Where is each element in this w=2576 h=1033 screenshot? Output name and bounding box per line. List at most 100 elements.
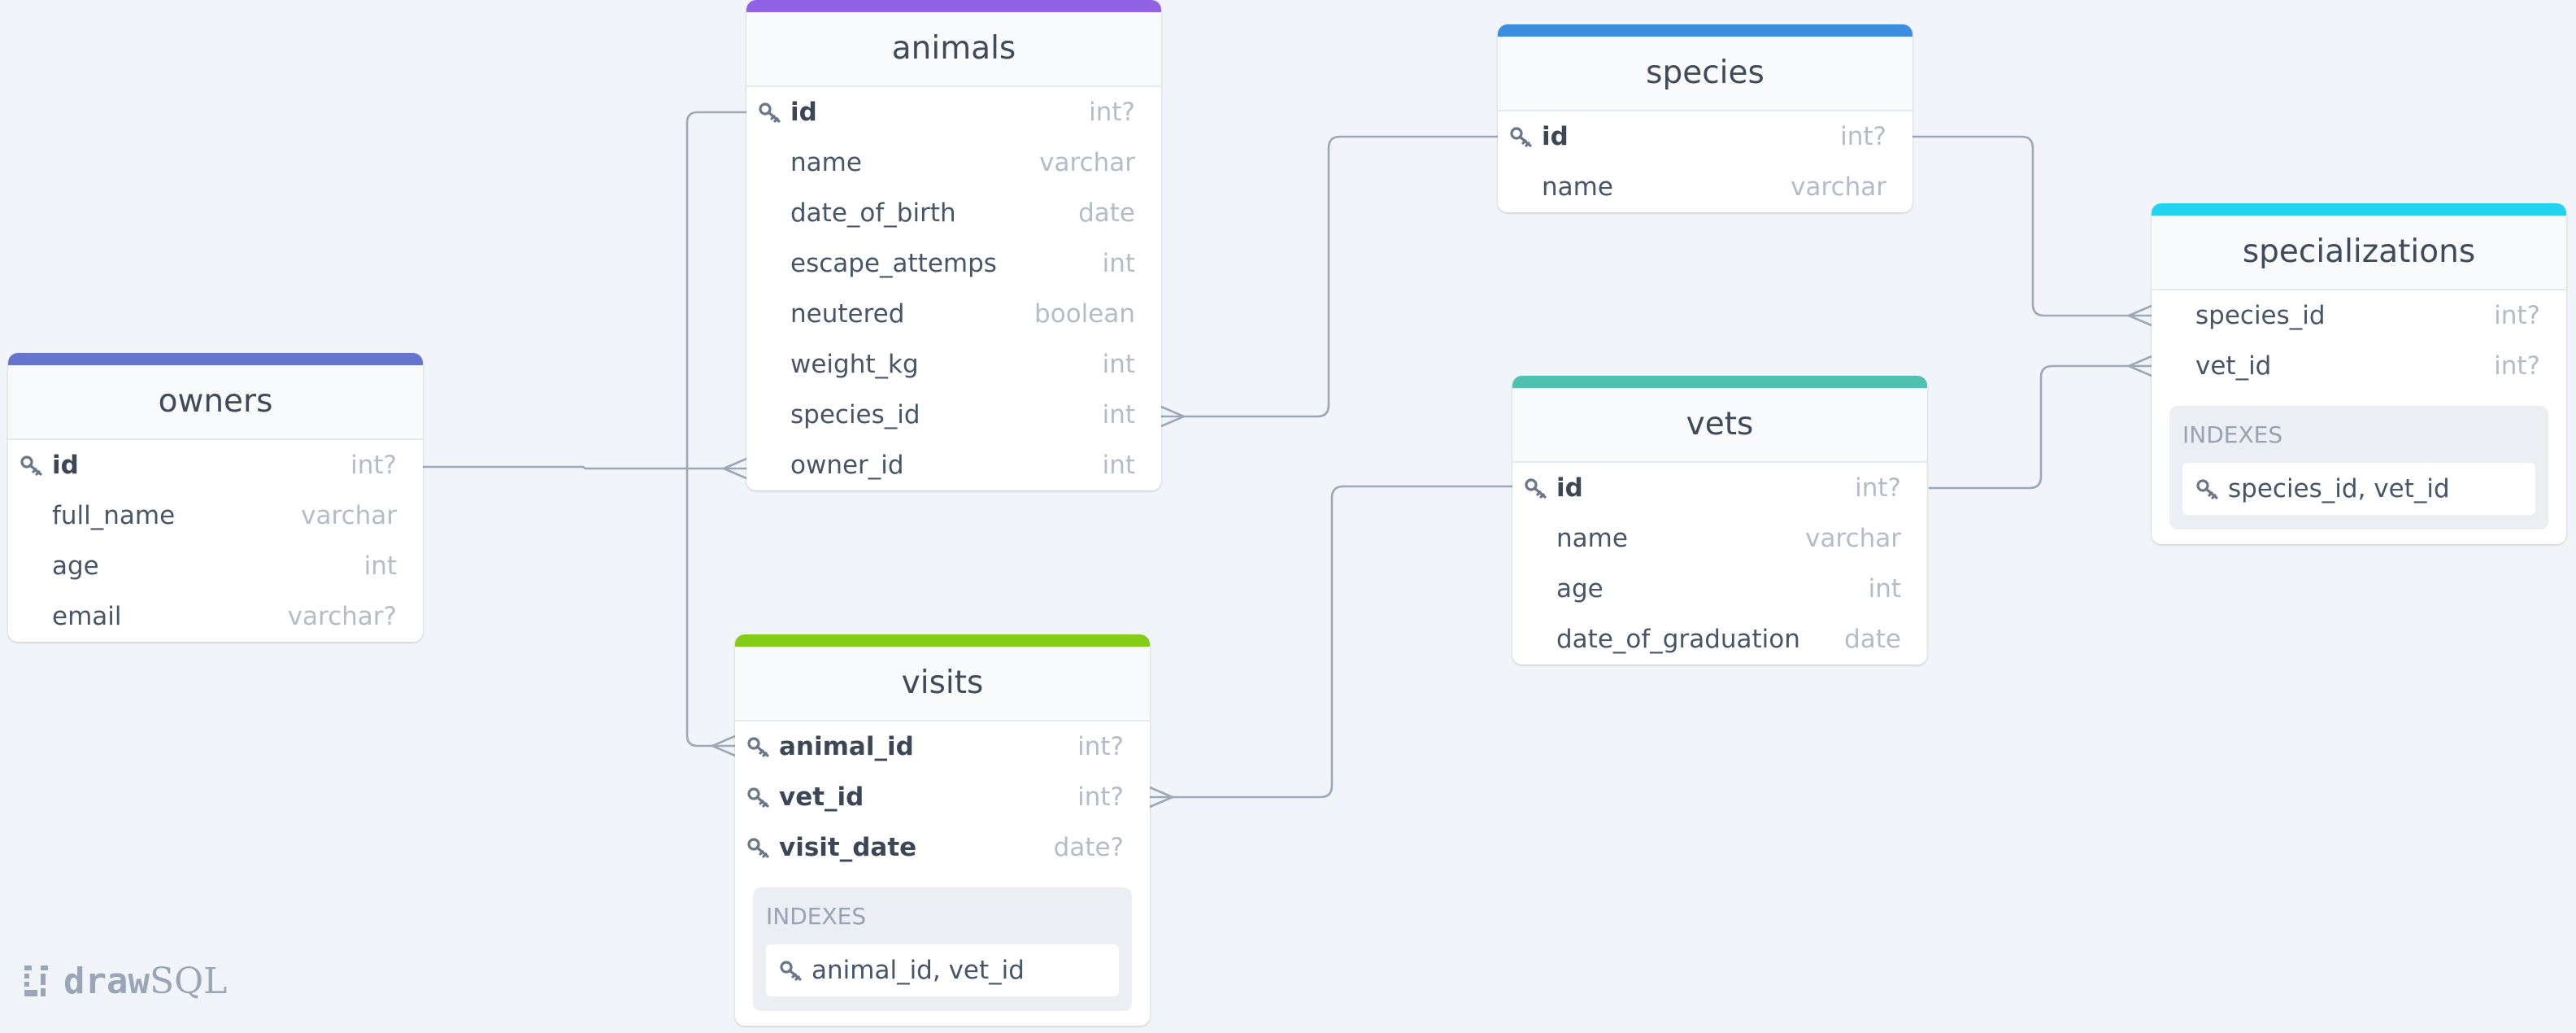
column-row-visit-date[interactable]: visit_date date?: [735, 822, 1150, 873]
table-title[interactable]: visits: [735, 647, 1150, 721]
indexes-label: INDEXES: [2182, 421, 2283, 448]
table-species[interactable]: species id int? name varchar: [1498, 24, 1912, 212]
column-name: weight_kg: [790, 350, 919, 379]
column-row-id[interactable]: id int?: [1512, 463, 1927, 513]
column-row-date-of-graduation[interactable]: date_of_graduation date: [1512, 614, 1927, 665]
table-color-bar: [1512, 376, 1927, 388]
column-type: int?: [2494, 351, 2540, 381]
column-name: id: [790, 98, 817, 127]
index-columns: animal_id, vet_id: [812, 956, 1025, 985]
column-row-id[interactable]: id int?: [1498, 111, 1912, 162]
column-name: date_of_graduation: [1556, 625, 1800, 654]
column-type: int?: [1077, 782, 1124, 812]
column-name: owner_id: [790, 451, 904, 480]
index-item[interactable]: animal_id, vet_id: [766, 944, 1119, 996]
table-title[interactable]: animals: [746, 12, 1161, 87]
column-row-vet-id[interactable]: vet_id int?: [2152, 341, 2566, 391]
key-icon: [1525, 478, 1547, 499]
table-color-bar: [8, 353, 423, 365]
column-type: varchar: [1791, 172, 1886, 202]
key-icon: [2196, 479, 2218, 499]
column-name: id: [52, 451, 79, 480]
table-title[interactable]: owners: [8, 365, 423, 440]
column-type: int: [1102, 451, 1135, 480]
column-row-weight-kg[interactable]: weight_kg int: [746, 339, 1161, 390]
key-icon: [747, 737, 769, 757]
index-item[interactable]: species_id, vet_id: [2182, 463, 2535, 515]
relation-vets-visits: [1149, 485, 1512, 809]
table-color-bar: [746, 0, 1161, 12]
column-type: varchar: [1039, 148, 1135, 177]
column-row-vet-id[interactable]: vet_id int?: [735, 772, 1150, 822]
column-type: int?: [350, 451, 397, 480]
column-row-owner-id[interactable]: owner_id int: [746, 440, 1161, 490]
indexes-label: INDEXES: [766, 903, 867, 930]
column-type: date: [1078, 198, 1135, 228]
indexes-section: INDEXES species_id, vet_id: [2169, 406, 2548, 530]
column-name: vet_id: [2195, 351, 2272, 381]
column-name: vet_id: [779, 782, 864, 812]
indexes-section: INDEXES animal_id, vet_id: [753, 887, 1132, 1011]
column-type: int?: [1855, 473, 1901, 503]
drawsql-logo[interactable]: draw SQL: [23, 957, 227, 1005]
column-row-animal-id[interactable]: animal_id int?: [735, 721, 1150, 772]
column-type: int: [1102, 350, 1135, 379]
column-name: id: [1542, 122, 1569, 151]
column-name: full_name: [52, 501, 176, 530]
table-title[interactable]: species: [1498, 37, 1912, 111]
brand-word-draw: draw: [63, 960, 150, 1002]
column-name: age: [1556, 574, 1603, 604]
column-name: animal_id: [779, 732, 914, 761]
column-type: date: [1844, 625, 1901, 654]
table-visits[interactable]: visits animal_id int? vet_id int? visit_date…: [735, 634, 1150, 1026]
relation-species-animals: [1160, 135, 1498, 428]
column-type: date?: [1053, 833, 1124, 862]
column-type: int: [363, 551, 397, 581]
relation-owners-animals: [423, 457, 747, 480]
column-name: species_id: [2195, 301, 2326, 330]
column-row-name[interactable]: name varchar: [1498, 162, 1912, 212]
column-row-age[interactable]: age int: [8, 541, 423, 591]
table-color-bar: [2152, 203, 2566, 216]
key-icon: [780, 961, 802, 981]
column-name: date_of_birth: [790, 198, 956, 228]
column-type: int?: [1840, 122, 1886, 151]
column-type: varchar: [1805, 524, 1901, 553]
column-name: escape_attemps: [790, 249, 997, 278]
column-name: id: [1556, 473, 1583, 503]
column-name: name: [1542, 172, 1613, 202]
table-color-bar: [1498, 24, 1912, 37]
column-name: age: [52, 551, 99, 581]
brand-word-sql: SQL: [149, 960, 228, 1002]
index-columns: species_id, vet_id: [2228, 474, 2450, 503]
table-title[interactable]: vets: [1512, 388, 1927, 463]
key-icon: [1510, 127, 1532, 147]
column-type: int?: [1077, 732, 1124, 761]
column-row-id[interactable]: id int?: [8, 440, 423, 490]
column-row-name[interactable]: name varchar: [746, 137, 1161, 188]
column-row-date-of-birth[interactable]: date_of_birth date: [746, 188, 1161, 238]
column-name: visit_date: [779, 833, 917, 862]
table-title[interactable]: specializations: [2152, 216, 2566, 290]
column-name: species_id: [790, 400, 920, 429]
column-name: name: [790, 148, 862, 177]
key-icon: [20, 455, 42, 476]
column-type: varchar?: [287, 602, 397, 631]
key-icon: [747, 787, 769, 808]
relation-species-specializations: [1912, 135, 2152, 327]
column-type: boolean: [1034, 299, 1135, 329]
